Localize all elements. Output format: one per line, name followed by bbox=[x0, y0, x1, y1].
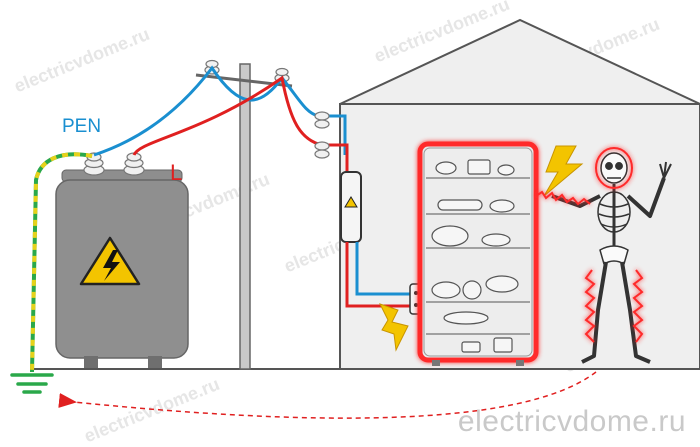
skeleton-figure bbox=[551, 152, 672, 364]
indoor-phase-wire bbox=[345, 242, 414, 308]
refrigerator bbox=[417, 141, 539, 366]
breaker-box bbox=[340, 171, 362, 243]
lightning-bolt-icon bbox=[379, 303, 409, 352]
indoor-pen-wire bbox=[355, 242, 414, 296]
fault-current-return-arrow bbox=[58, 371, 597, 419]
website-label: electricvdome.ru bbox=[457, 405, 686, 438]
utility-pole bbox=[195, 59, 293, 370]
lightning-bolt-icon bbox=[543, 145, 584, 197]
phase-wire-label: L bbox=[170, 160, 183, 185]
phase-wire bbox=[132, 75, 349, 172]
pen-wire bbox=[93, 65, 347, 157]
entry-insulators bbox=[314, 111, 330, 159]
earth-conductor bbox=[30, 152, 93, 373]
high-voltage-warning-icon bbox=[79, 236, 141, 286]
ground-symbol-icon bbox=[10, 373, 54, 394]
pen-wire-label: PEN bbox=[62, 116, 102, 137]
shock-glow bbox=[535, 147, 644, 343]
